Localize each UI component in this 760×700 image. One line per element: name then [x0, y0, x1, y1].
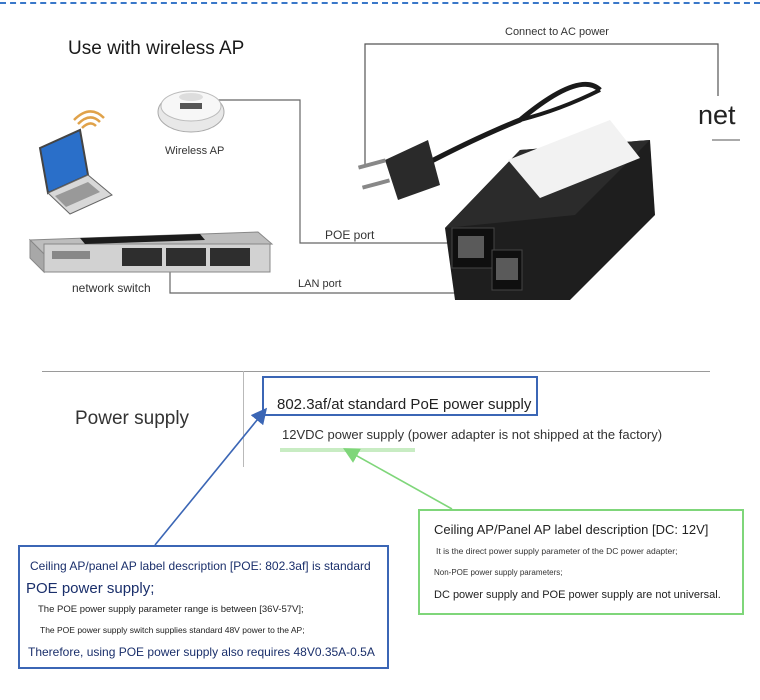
dc-supply-text: 12VDC power supply (power adapter is not… — [282, 427, 663, 442]
poe-description-box: Ceiling AP/panel AP label description [P… — [18, 545, 389, 669]
dc-description-box: Ceiling AP/Panel AP label description [D… — [418, 509, 744, 615]
poe-injector-icon — [445, 120, 655, 300]
ac-power-wire — [364, 43, 719, 165]
top-dashed-border — [0, 2, 760, 4]
ap-wire — [205, 99, 458, 244]
green-callout-arrow — [343, 448, 453, 510]
poe-desc-line-1: Ceiling AP/panel AP label description [P… — [30, 559, 371, 573]
poe-desc-line-4: The POE power supply switch supplies sta… — [40, 625, 305, 635]
table-column-divider — [243, 371, 244, 467]
lan-port-label: LAN port — [298, 278, 342, 290]
wireless-ap-label: Wireless AP — [165, 145, 225, 157]
dc-desc-line-1: Ceiling AP/Panel AP label description [D… — [434, 522, 709, 537]
poe-desc-line-2: POE power supply; — [26, 580, 155, 597]
wireless-ap-icon — [157, 90, 225, 133]
section-divider — [42, 371, 710, 372]
poe-port-label: POE port — [325, 228, 375, 242]
laptop-icon — [38, 128, 113, 215]
power-plug-icon — [357, 81, 602, 200]
poe-standard-text: 802.3af/at standard PoE power supply — [277, 396, 532, 413]
poe-desc-line-5: Therefore, using POE power supply also r… — [28, 645, 375, 659]
connect-ac-label: Connect to AC power — [505, 26, 609, 38]
power-supply-label: Power supply — [75, 408, 190, 429]
net-label: net — [698, 100, 736, 130]
dc-desc-line-4: DC power supply and POE power supply are… — [434, 589, 721, 601]
dc-desc-line-3: Non-POE power supply parameters; — [434, 568, 563, 577]
blue-callout-arrow — [154, 407, 268, 546]
dc-desc-line-2: It is the direct power supply parameter … — [436, 546, 678, 556]
network-switch-icon — [28, 231, 274, 274]
poe-desc-line-3: The POE power supply parameter range is … — [38, 604, 304, 615]
network-switch-label: network switch — [72, 281, 151, 295]
page-title: Use with wireless AP — [68, 38, 245, 59]
poe-standard-highlight-box — [262, 376, 538, 416]
wifi-signal-icon — [73, 110, 105, 129]
